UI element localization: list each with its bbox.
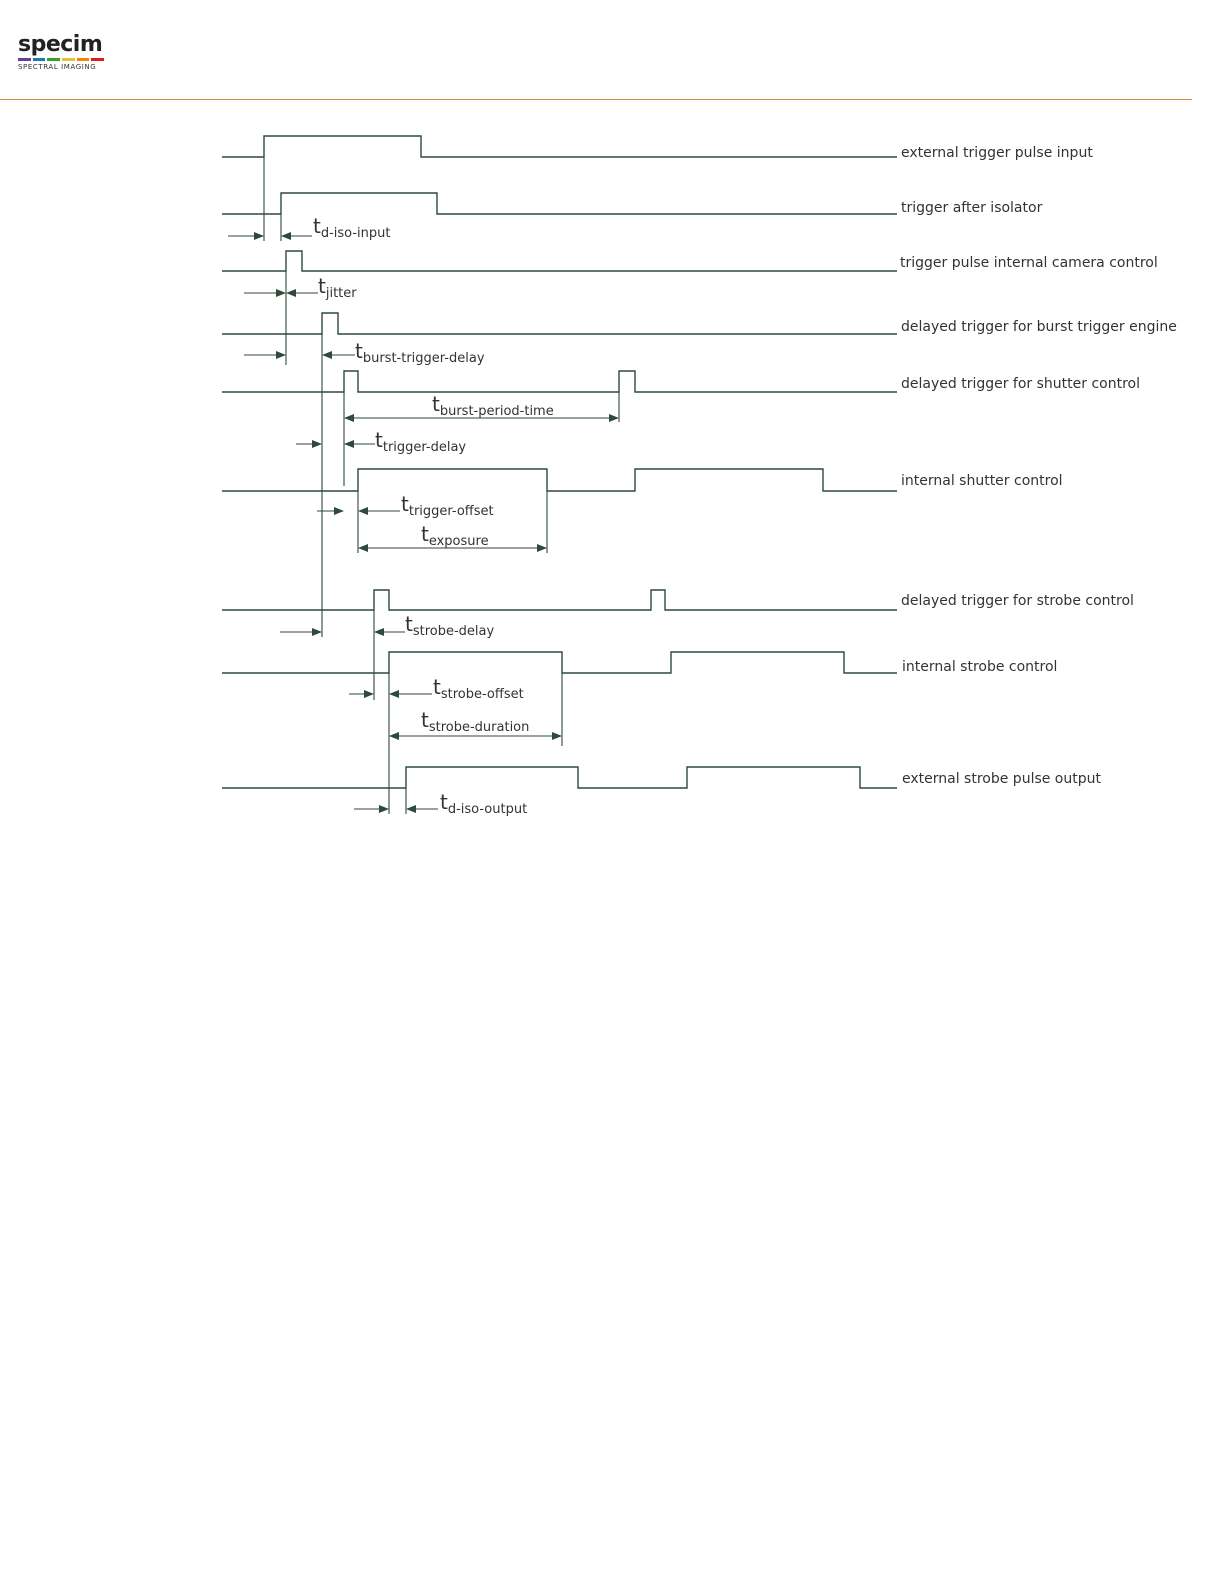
timing-subscript: jitter — [325, 286, 357, 301]
waveform-external-trigger-input — [222, 135, 897, 158]
timing-subscript: strobe-delay — [413, 624, 495, 639]
timing-symbol: t — [421, 708, 429, 732]
timing-diagram: external trigger pulse input trigger aft… — [222, 135, 1177, 817]
timing-subscript: burst-trigger-delay — [363, 351, 485, 366]
waveform-internal-strobe — [222, 651, 897, 674]
timing-d-iso-input: td-iso-input — [313, 214, 391, 241]
specim-logo: specim SPECTRAL IMAGING — [18, 34, 108, 74]
timing-subscript: d-iso-output — [448, 802, 527, 817]
timing-symbol: t — [355, 339, 363, 363]
logo-bar-segment — [91, 58, 105, 61]
dimension-arrows — [228, 232, 619, 813]
label-shutter-delayed-trigger: delayed trigger for shutter control — [901, 376, 1140, 392]
label-external-trigger-input: external trigger pulse input — [901, 145, 1093, 161]
waveform-external-strobe-output — [222, 766, 897, 789]
waveform-trigger-after-isolator — [222, 192, 897, 215]
timing-jitter: tjitter — [318, 274, 357, 301]
logo-bar-segment — [76, 58, 90, 61]
label-trigger-internal-camera: trigger pulse internal camera control — [900, 255, 1158, 271]
label-internal-shutter: internal shutter control — [901, 473, 1063, 489]
timing-strobe-duration: tstrobe-duration — [421, 708, 529, 735]
logo-bar-segment — [32, 58, 46, 61]
label-burst-trigger-engine: delayed trigger for burst trigger engine — [901, 319, 1177, 335]
timing-strobe-delay: tstrobe-delay — [405, 612, 494, 639]
timing-symbol: t — [440, 790, 448, 814]
timing-subscript: strobe-duration — [429, 720, 530, 735]
timing-trigger-offset: ttrigger-offset — [401, 492, 494, 519]
signal-labels: external trigger pulse input trigger aft… — [900, 145, 1177, 787]
timing-symbol: t — [432, 392, 440, 416]
timing-subscript: trigger-offset — [409, 504, 494, 519]
timing-subscript: strobe-offset — [441, 687, 524, 702]
timing-subscript: d-iso-input — [321, 226, 391, 241]
logo-wordmark: specim — [18, 32, 103, 57]
timing-symbol: t — [405, 612, 413, 636]
timing-subscript: trigger-delay — [383, 440, 467, 455]
header-rule — [0, 99, 1192, 100]
timing-symbol: t — [433, 675, 441, 699]
waveforms — [222, 135, 897, 789]
timing-subscript: burst-period-time — [440, 404, 554, 419]
timing-burst-trigger-delay: tburst-trigger-delay — [355, 339, 485, 366]
logo-bar-segment — [18, 58, 31, 61]
label-strobe-delayed-trigger: delayed trigger for strobe control — [901, 593, 1134, 609]
timing-trigger-delay: ttrigger-delay — [375, 428, 466, 455]
timing-d-iso-output: td-iso-output — [440, 790, 527, 817]
reference-lines — [263, 157, 620, 814]
waveform-shutter-delayed-trigger — [222, 370, 897, 393]
timing-exposure: texposure — [421, 522, 489, 549]
waveform-burst-trigger-engine — [222, 312, 897, 335]
timing-symbol: t — [375, 428, 383, 452]
timing-symbol: t — [313, 214, 321, 238]
timing-subscript: exposure — [429, 534, 489, 549]
timing-burst-period-time: tburst-period-time — [432, 392, 554, 419]
timing-symbol: t — [401, 492, 409, 516]
logo-tagline: SPECTRAL IMAGING — [18, 63, 97, 71]
timing-strobe-offset: tstrobe-offset — [433, 675, 524, 702]
timing-symbol: t — [318, 274, 326, 298]
waveform-strobe-delayed-trigger — [222, 589, 897, 611]
label-trigger-after-isolator: trigger after isolator — [901, 200, 1043, 216]
label-external-strobe-output: external strobe pulse output — [902, 771, 1101, 787]
waveform-internal-shutter — [222, 468, 897, 492]
logo-bar-segment — [62, 58, 75, 61]
label-internal-strobe: internal strobe control — [902, 659, 1057, 675]
logo-bar-segment — [47, 58, 61, 61]
timing-labels: td-iso-input tjitter tburst-trigger-dela… — [313, 214, 554, 817]
timing-symbol: t — [421, 522, 429, 546]
logo-color-bar — [18, 58, 105, 61]
waveform-trigger-internal-camera — [222, 250, 897, 272]
